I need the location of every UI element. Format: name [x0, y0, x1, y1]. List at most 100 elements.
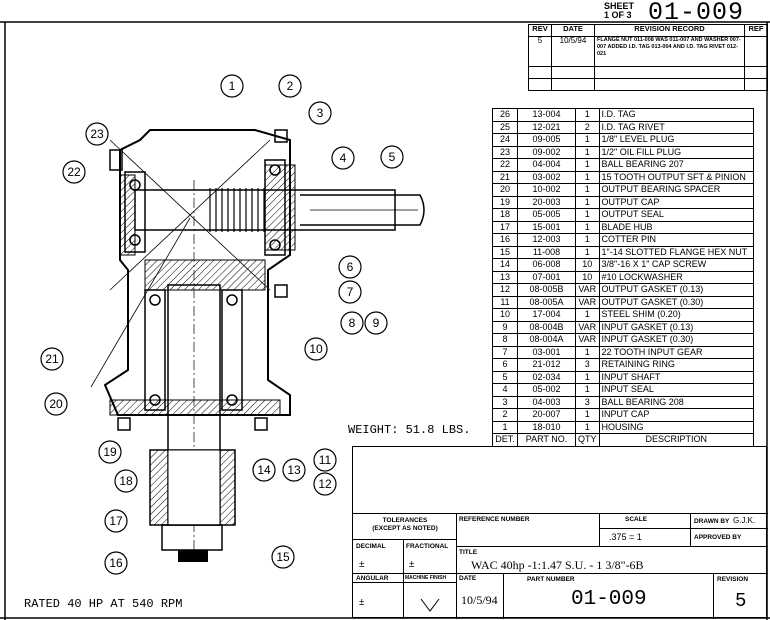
parts-cell-qty: 1: [575, 208, 600, 222]
sheet-label-line2: 1 OF 3: [604, 10, 632, 20]
parts-cell-desc: INPUT GASKET (0.13): [598, 320, 755, 334]
balloon-label: 15: [276, 550, 290, 564]
parts-cell-part: 06-008: [517, 258, 576, 272]
parts-cell-part: 21-012: [517, 358, 576, 372]
parts-cell-qty: 1: [575, 420, 600, 434]
balloon-19: 19: [98, 440, 122, 464]
rev-header-ref: REF: [744, 24, 768, 37]
rev-header-record: REVISION RECORD: [594, 24, 745, 37]
parts-cell-part: 15-001: [517, 220, 576, 234]
approved-by-label: APPROVED BY: [694, 534, 742, 541]
rated-note: RATED 40 HP AT 540 RPM: [24, 597, 183, 611]
balloon-label: 21: [45, 352, 59, 366]
parts-cell-qty: 1: [575, 183, 600, 197]
parts-cell-qty: 1: [575, 220, 600, 234]
parts-cell-part: 02-034: [517, 370, 576, 384]
balloon-3: 3: [308, 101, 332, 125]
parts-cell-part: 08-005A: [517, 295, 576, 309]
balloon-label: 10: [309, 342, 323, 356]
balloon-label: 7: [347, 285, 354, 299]
balloon-label: 2: [287, 79, 294, 93]
parts-cell-qty: 1: [575, 233, 600, 247]
machine-finish-icon: [420, 598, 440, 612]
decimal-label: DECIMAL: [356, 543, 386, 550]
parts-cell-desc: #10 LOCKWASHER: [598, 270, 755, 284]
balloon-11: 11: [313, 448, 337, 472]
title-label: TITLE: [459, 549, 478, 556]
balloon-label: 19: [103, 445, 117, 459]
balloon-label: 9: [373, 316, 380, 330]
balloon-5: 5: [380, 145, 404, 169]
parts-cell-desc: HOUSING: [598, 420, 755, 434]
sheet-label: SHEET 1 OF 3: [604, 2, 634, 20]
parts-cell-part: 12-003: [517, 233, 576, 247]
balloon-15: 15: [271, 545, 295, 569]
balloon-label: 13: [287, 463, 301, 477]
balloon-6: 6: [338, 255, 362, 279]
balloon-16: 16: [104, 551, 128, 575]
balloon-9: 9: [364, 311, 388, 335]
sheet-label-line1: SHEET: [604, 1, 635, 11]
parts-cell-desc: 1/8" LEVEL PLUG: [598, 133, 755, 147]
parts-cell-part: 12-021: [517, 120, 576, 134]
parts-cell-qty: 1: [575, 308, 600, 322]
parts-cell-desc: 15 TOOTH OUTPUT SFT & PINION: [598, 170, 755, 184]
parts-cell-desc: OUTPUT CAP: [598, 195, 755, 209]
parts-cell-part: 04-003: [517, 395, 576, 409]
parts-cell-qty: 10: [575, 270, 600, 284]
parts-header-qty: QTY: [575, 433, 600, 447]
balloon-20: 20: [44, 392, 68, 416]
parts-cell-qty: VAR: [575, 333, 600, 347]
balloon-label: 14: [257, 463, 271, 477]
housing-outline: [103, 129, 291, 416]
parts-cell-desc: STEEL SHIM (0.20): [598, 308, 755, 322]
parts-cell-qty: 2: [575, 120, 600, 134]
revision-record: REV DATE REVISION RECORD REF 5 10/5/94 F…: [528, 24, 768, 91]
balloon-7: 7: [338, 280, 362, 304]
parts-cell-qty: 1: [575, 245, 600, 259]
parts-cell-part: 20-007: [517, 408, 576, 422]
parts-cell-part: 17-004: [517, 308, 576, 322]
parts-cell-qty: 1: [575, 133, 600, 147]
date-value: 10/5/94: [461, 593, 498, 607]
parts-cell-qty: 1: [575, 408, 600, 422]
parts-cell-part: 03-002: [517, 170, 576, 184]
gearbox-section-drawing: [90, 129, 425, 562]
balloon-label: 6: [347, 260, 354, 274]
balloon-label: 16: [109, 556, 123, 570]
rev-header-date: DATE: [551, 24, 595, 37]
parts-cell-part: 09-002: [517, 145, 576, 159]
parts-cell-desc: INPUT SEAL: [598, 383, 755, 397]
balloon-12: 12: [313, 472, 337, 496]
drawing-title: WAC 40hp -1:1.47 S.U. - 1 3/8"-6B: [471, 558, 644, 572]
rev-row-date: 10/5/94: [551, 36, 595, 67]
revision-value: 5: [735, 590, 747, 612]
balloon-21: 21: [40, 347, 64, 371]
drawn-by-value: G.J.K.: [733, 516, 756, 525]
parts-cell-desc: 1/2" OIL FILL PLUG: [598, 145, 755, 159]
balloon-label: 18: [119, 474, 133, 488]
parts-cell-qty: 1: [575, 195, 600, 209]
parts-cell-qty: 3: [575, 358, 600, 372]
parts-cell-qty: 10: [575, 258, 600, 272]
parts-cell-desc: OUTPUT SEAL: [598, 208, 755, 222]
parts-cell-desc: 1"-14 SLOTTED FLANGE HEX NUT: [598, 245, 755, 259]
balloon-label: 3: [317, 106, 324, 120]
parts-cell-desc: COTTER PIN: [598, 233, 755, 247]
angular-label: ANGULAR: [356, 575, 389, 582]
decimal-value: ±: [359, 559, 365, 570]
